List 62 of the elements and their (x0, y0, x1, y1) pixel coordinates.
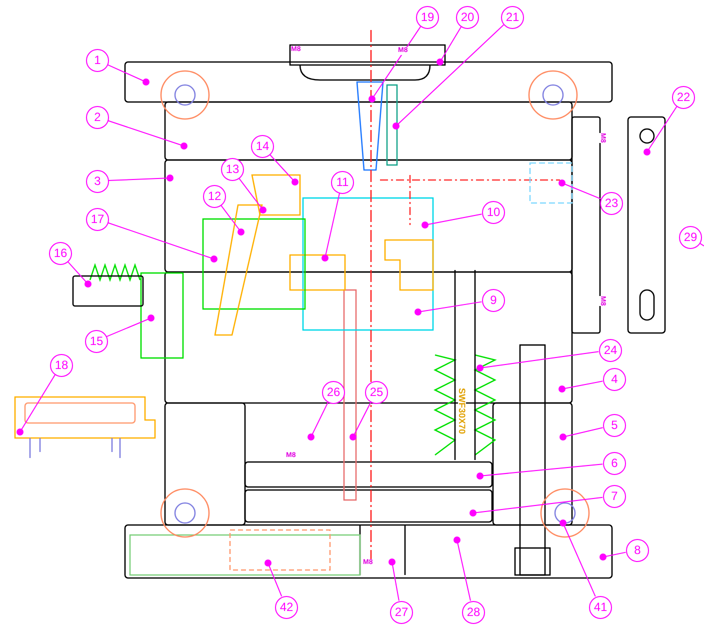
leader-line (558, 380, 604, 392)
callout-number: 27 (390, 601, 413, 624)
callout-number: 5 (603, 414, 626, 437)
callout-number: 2 (86, 106, 109, 129)
leader-line (368, 26, 422, 102)
callout-number: 4 (603, 368, 626, 391)
leader-line (238, 178, 266, 214)
leader-line (106, 314, 154, 338)
leader-line (107, 222, 218, 262)
callout-number: 26 (322, 381, 345, 404)
leader-line (560, 427, 604, 440)
leader-line (220, 204, 244, 236)
callout-number: 8 (626, 539, 649, 562)
leader-line (470, 496, 604, 516)
callout-number: 21 (501, 6, 524, 29)
leader-line (264, 560, 282, 597)
callout-number: 23 (600, 192, 623, 215)
leader-line (269, 154, 298, 186)
part-label: SWF30X70 (458, 388, 466, 434)
leader-line (436, 26, 462, 66)
leader-line (322, 192, 340, 262)
leader-line (422, 214, 482, 228)
callout-number: 10 (482, 201, 505, 224)
leader-line (67, 261, 92, 288)
leader-line (414, 301, 482, 316)
callout-number: 42 (275, 596, 298, 619)
callout-number: 14 (251, 135, 274, 158)
callout-number: 41 (589, 596, 612, 619)
callout-number: 19 (416, 6, 439, 29)
leader-line (107, 64, 150, 86)
callout-number: 9 (482, 289, 505, 312)
callout-number: 16 (49, 242, 72, 265)
leader-line (454, 536, 471, 602)
leader-line (600, 552, 626, 560)
callout-number: 18 (50, 354, 73, 377)
leader-line (388, 558, 400, 602)
callout-number: 25 (365, 381, 388, 404)
callout-number: 13 (221, 158, 244, 181)
leader-line (16, 374, 56, 436)
leader-line (308, 402, 328, 440)
leader-line (108, 174, 174, 182)
leader-line (392, 24, 504, 130)
callout-number: 20 (456, 6, 479, 29)
callout-number: 6 (603, 452, 626, 475)
leader-line (558, 180, 601, 200)
leader-line (644, 106, 678, 156)
callout-number: 17 (86, 208, 109, 231)
callout-number: 7 (603, 485, 626, 508)
callout-number: 15 (85, 330, 108, 353)
callout-number: 3 (86, 170, 109, 193)
callout-number: 22 (672, 86, 695, 109)
leader-line (560, 520, 596, 597)
callout-number: 28 (462, 601, 485, 624)
leader-line (350, 402, 372, 440)
callout-number: 12 (203, 185, 226, 208)
leader-line (107, 120, 188, 150)
callout-number: 24 (599, 339, 622, 362)
leader-line (476, 351, 600, 372)
callout-number: 11 (331, 171, 354, 194)
leader-line (476, 464, 604, 480)
callout-number: 29 (679, 226, 702, 249)
callout-number: 1 (86, 49, 109, 72)
